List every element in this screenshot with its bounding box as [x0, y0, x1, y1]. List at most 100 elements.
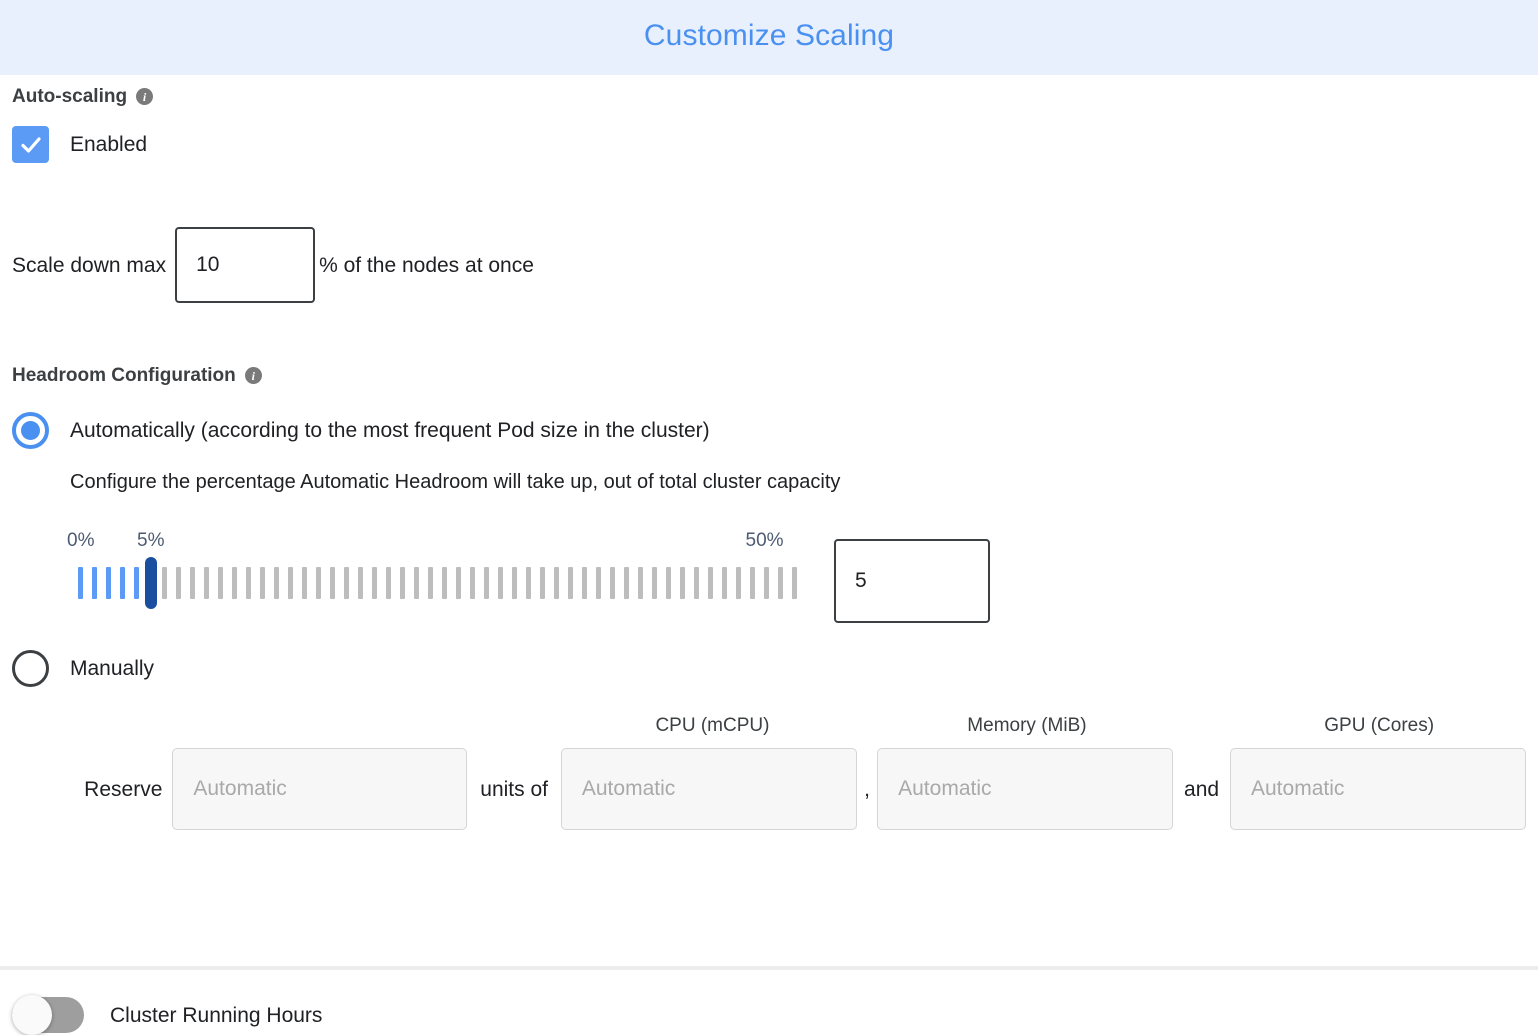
- slider-tick[interactable]: [540, 567, 545, 599]
- slider-tick[interactable]: [260, 567, 265, 599]
- reserve-row: Reserve units of , and: [12, 748, 1526, 830]
- slider-tick[interactable]: [358, 567, 363, 599]
- slider-tick[interactable]: [190, 567, 195, 599]
- slider-tick[interactable]: [708, 567, 713, 599]
- info-icon[interactable]: i: [136, 88, 154, 105]
- headroom-slider[interactable]: 0% 5% 50%: [67, 530, 816, 621]
- scale-down-max-suffix: % of the nodes at once: [319, 253, 534, 277]
- scale-down-max-input[interactable]: [175, 227, 316, 303]
- slider-tick[interactable]: [652, 567, 657, 599]
- memory-reserve-input[interactable]: [877, 748, 1174, 830]
- dialog-header: Customize Scaling: [0, 0, 1538, 75]
- slider-ticks[interactable]: [78, 567, 797, 599]
- slider-tick[interactable]: [498, 567, 503, 599]
- slider-tick[interactable]: [778, 567, 783, 599]
- scale-down-max-row: Scale down max % of the nodes at once: [12, 227, 1526, 303]
- cluster-running-hours-toggle[interactable]: [12, 995, 84, 1035]
- headroom-option-manual-block: Manually CPU (mCPU) Memory (MiB) GPU (Co…: [12, 650, 1526, 830]
- slider-tick[interactable]: [176, 567, 181, 599]
- headroom-label: Headroom Configuration: [12, 365, 236, 386]
- slider-tick[interactable]: [470, 567, 475, 599]
- auto-scaling-label: Auto-scaling: [12, 86, 128, 107]
- slider-tick[interactable]: [764, 567, 769, 599]
- memory-column-header: Memory (MiB): [967, 715, 1087, 736]
- slider-tick[interactable]: [330, 567, 335, 599]
- slider-tick[interactable]: [638, 567, 643, 599]
- slider-tick[interactable]: [722, 567, 727, 599]
- slider-tick[interactable]: [162, 567, 167, 599]
- slider-tick[interactable]: [92, 567, 97, 599]
- headroom-option-automatic[interactable]: Automatically (according to the most fre…: [12, 412, 1526, 449]
- slider-max-label: 50%: [745, 530, 784, 551]
- slider-tick[interactable]: [274, 567, 279, 599]
- gpu-column-header: GPU (Cores): [1324, 715, 1435, 736]
- slider-tick[interactable]: [372, 567, 377, 599]
- slider-thumb[interactable]: [144, 557, 157, 609]
- slider-tick[interactable]: [428, 567, 433, 599]
- headroom-heading: Headroom Configuration i: [12, 366, 1526, 385]
- toggle-knob: [12, 995, 52, 1035]
- slider-tick[interactable]: [554, 567, 559, 599]
- slider-tick[interactable]: [316, 567, 321, 599]
- slider-tick[interactable]: [624, 567, 629, 599]
- gpu-reserve-input[interactable]: [1230, 748, 1526, 830]
- slider-tick[interactable]: [78, 567, 83, 599]
- check-icon: [20, 136, 41, 153]
- radio-automatic-label: Automatically (according to the most fre…: [70, 419, 710, 442]
- cluster-running-hours-label: Cluster Running Hours: [110, 1003, 323, 1027]
- slider-tick[interactable]: [750, 567, 755, 599]
- enabled-checkbox-label: Enabled: [70, 133, 148, 156]
- slider-tick[interactable]: [288, 567, 293, 599]
- slider-tick[interactable]: [792, 567, 797, 599]
- reserve-units-input[interactable]: [172, 748, 468, 830]
- slider-tick[interactable]: [232, 567, 237, 599]
- page-title: Customize Scaling: [643, 18, 895, 52]
- reserve-column-headers: CPU (mCPU) Memory (MiB) GPU (Cores): [12, 709, 1526, 735]
- headroom-percentage-input[interactable]: [834, 539, 990, 623]
- slider-tick[interactable]: [568, 567, 573, 599]
- slider-tick[interactable]: [456, 567, 461, 599]
- bottom-divider: [0, 966, 1538, 970]
- slider-tick[interactable]: [610, 567, 615, 599]
- auto-scaling-enabled-row: Enabled: [12, 126, 1526, 163]
- auto-scaling-heading: Auto-scaling i: [12, 87, 1526, 106]
- enabled-checkbox[interactable]: [12, 126, 49, 163]
- reserve-label: Reserve: [84, 777, 163, 801]
- slider-tick[interactable]: [512, 567, 517, 599]
- slider-tick[interactable]: [400, 567, 405, 599]
- radio-manually-label: Manually: [70, 657, 155, 680]
- headroom-configuration-section: Headroom Configuration i Automatically (…: [12, 366, 1526, 830]
- and-separator: and: [1184, 777, 1220, 801]
- headroom-slider-block: 0% 5% 50%: [12, 531, 1526, 623]
- slider-tick[interactable]: [736, 567, 741, 599]
- auto-scaling-section: Auto-scaling i Enabled Scale down max % …: [12, 75, 1526, 303]
- headroom-option-manually[interactable]: Manually: [12, 650, 1526, 687]
- slider-tick[interactable]: [442, 567, 447, 599]
- cluster-running-hours-row: Cluster Running Hours: [12, 995, 323, 1035]
- radio-automatic[interactable]: [12, 412, 49, 449]
- radio-manually[interactable]: [12, 650, 49, 687]
- slider-value-label: 5%: [137, 530, 165, 551]
- info-icon[interactable]: i: [244, 367, 262, 384]
- slider-min-label: 0%: [67, 530, 95, 551]
- slider-tick[interactable]: [134, 567, 139, 599]
- slider-tick[interactable]: [680, 567, 685, 599]
- slider-tick[interactable]: [302, 567, 307, 599]
- slider-tick[interactable]: [386, 567, 391, 599]
- cpu-reserve-input[interactable]: [560, 748, 857, 830]
- slider-tick[interactable]: [106, 567, 111, 599]
- slider-tick[interactable]: [204, 567, 209, 599]
- slider-tick[interactable]: [666, 567, 671, 599]
- slider-tick[interactable]: [246, 567, 251, 599]
- slider-tick[interactable]: [582, 567, 587, 599]
- dialog-body: Auto-scaling i Enabled Scale down max % …: [0, 75, 1538, 1035]
- slider-tick[interactable]: [120, 567, 125, 599]
- slider-tick[interactable]: [414, 567, 419, 599]
- slider-tick[interactable]: [484, 567, 489, 599]
- slider-tick[interactable]: [344, 567, 349, 599]
- slider-tick[interactable]: [596, 567, 601, 599]
- slider-tick[interactable]: [694, 567, 699, 599]
- slider-tick[interactable]: [218, 567, 223, 599]
- slider-tick[interactable]: [526, 567, 531, 599]
- cpu-column-header: CPU (mCPU): [655, 715, 770, 736]
